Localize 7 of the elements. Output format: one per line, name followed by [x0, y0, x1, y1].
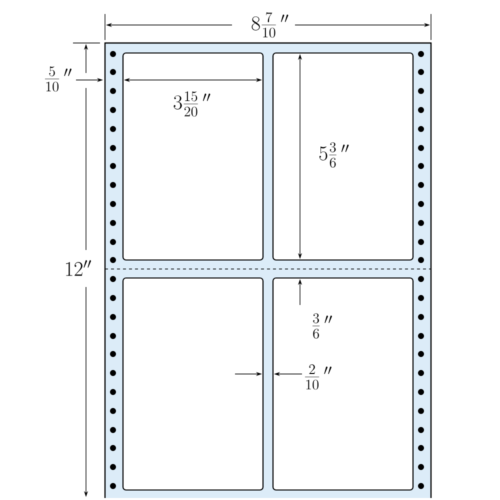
dimension-label: $5\frac{3}{6}\,''$: [318, 142, 350, 168]
dimension-label: $12''$: [63, 259, 93, 277]
dimension-label: $3\frac{15}{20}\,''$: [172, 90, 212, 118]
dimension-label: $\frac{2}{10}\,''$: [302, 364, 334, 390]
dimension-label: $8\frac{7}{10}\,''$: [250, 12, 290, 38]
dimension-label: $\frac{3}{6}\,''$: [310, 312, 334, 340]
dimension-label: $\frac{5}{10}\,''$: [42, 66, 74, 92]
